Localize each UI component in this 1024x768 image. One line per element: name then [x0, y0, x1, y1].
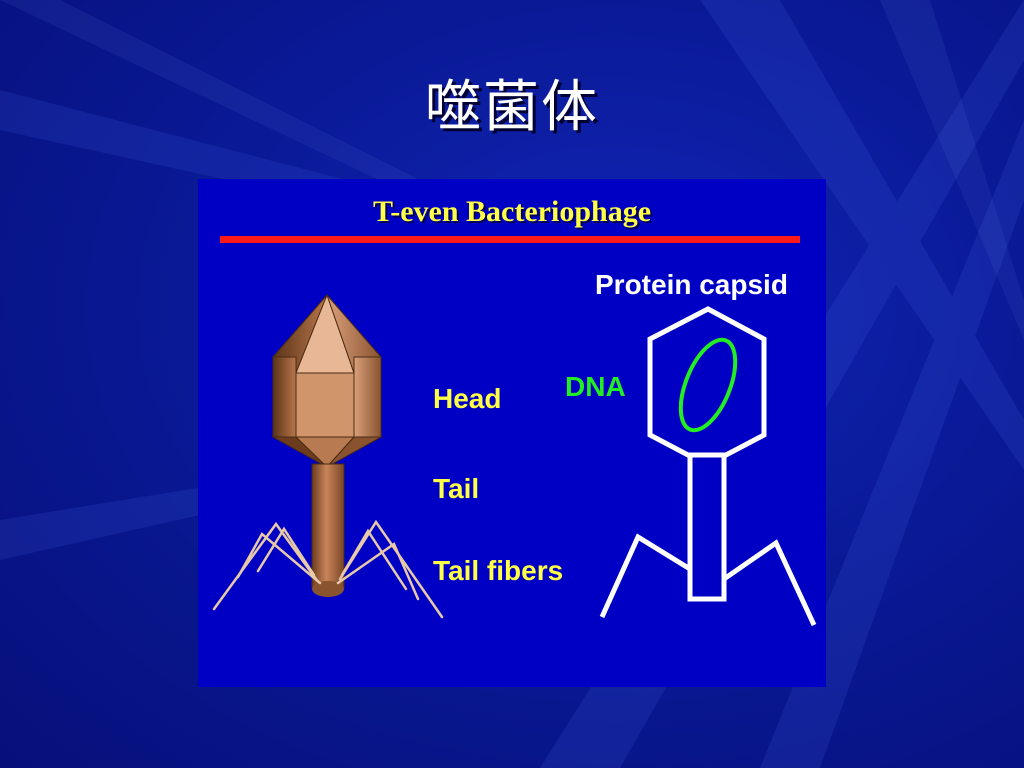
- slide-title: 噬菌体: [425, 75, 599, 140]
- dna-loop: [678, 337, 738, 433]
- label-tail-fibers: Tail fibers: [433, 555, 564, 586]
- phage-schematic: [599, 306, 817, 627]
- title-underline: [220, 236, 800, 243]
- phage-head: [271, 293, 383, 468]
- diagram-title: T-even Bacteriophage: [372, 195, 652, 228]
- phage-tail: [311, 463, 345, 597]
- label-tail: Tail: [433, 473, 480, 504]
- phage-tail-fibers: [212, 519, 444, 619]
- diagram-panel: T-even Bacteriophage: [198, 179, 826, 687]
- label-dna: DNA: [565, 371, 626, 402]
- phage-illustration: [212, 293, 817, 627]
- label-protein-capsid: Protein capsid: [595, 269, 788, 300]
- label-head: Head: [433, 383, 502, 414]
